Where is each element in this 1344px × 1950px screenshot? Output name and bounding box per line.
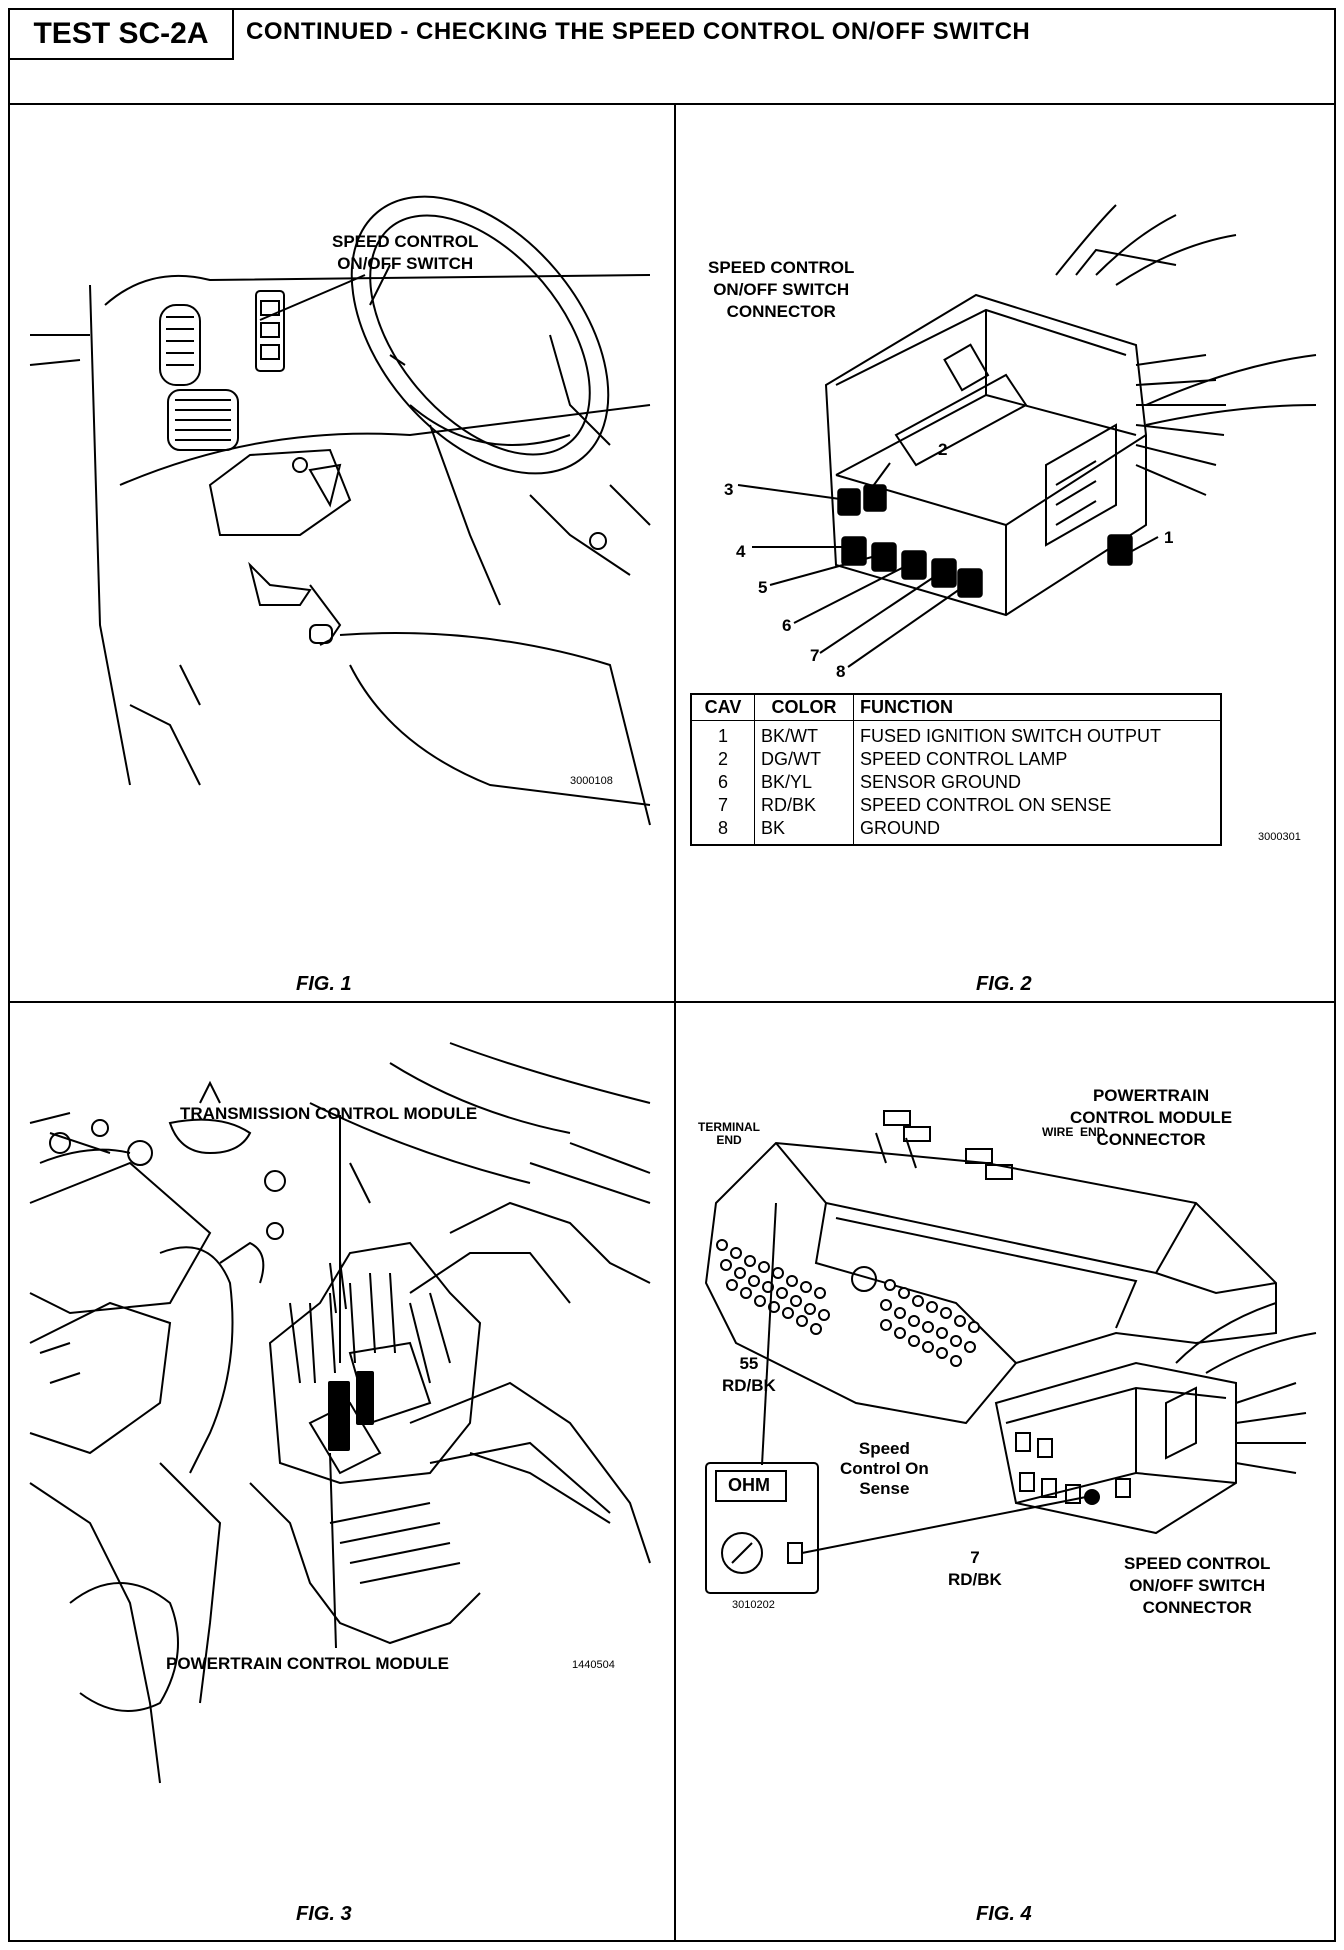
cell-function: SPEED CONTROL ON SENSE: [853, 794, 1222, 817]
fig2-label: FIG. 2: [976, 973, 1032, 995]
fig1-label: FIG. 1: [296, 973, 352, 995]
pcm-connector-label: POWERTRAIN CONTROL MODULE CONNECTOR: [1070, 1085, 1232, 1151]
pin-3-label: 3: [724, 480, 734, 499]
fig2-callout-label: SPEED CONTROL ON/OFF SWITCH CONNECTOR: [708, 257, 854, 323]
cell-cav: 2: [690, 748, 755, 771]
table-row: 2 DG/WT SPEED CONTROL LAMP: [690, 748, 1222, 771]
switch-connector-illustration: [737, 204, 1317, 668]
cell-function: SENSOR GROUND: [853, 771, 1222, 794]
figure-1-panel: SPEED CONTROL ON/OFF SWITCH 3000108 FIG.…: [10, 105, 674, 1001]
cell-cav: 1: [690, 720, 755, 748]
sense-line1: Speed: [858, 1439, 910, 1458]
cell-cav: 7: [690, 794, 755, 817]
cell-color: RD/BK: [754, 794, 854, 817]
table-row: 7 RD/BK SPEED CONTROL ON SENSE: [690, 794, 1222, 817]
pin-8-label: 8: [836, 662, 846, 681]
switch-connector-line1: SPEED CONTROL: [1124, 1554, 1271, 1573]
fig4-label: FIG. 4: [976, 1903, 1032, 1925]
pin-55-color: RD/BK: [722, 1376, 776, 1395]
pin-6-label: 6: [782, 616, 792, 635]
pcm-connector-line1: POWERTRAIN: [1092, 1086, 1210, 1105]
switch-connector-line3: CONNECTOR: [1142, 1598, 1252, 1617]
cell-cav: 6: [690, 771, 755, 794]
test-id-box: TEST SC-2A: [10, 10, 234, 60]
fig2-callout-line3: CONNECTOR: [726, 302, 836, 321]
engine-compartment-illustration: [29, 1042, 651, 1784]
figure-2-panel: SPEED CONTROL ON/OFF SWITCH CONNECTOR 3 …: [676, 105, 1338, 1001]
pin-5-label: 5: [758, 578, 768, 597]
fig1-callout-line2: ON/OFF SWITCH: [337, 254, 474, 273]
cavity-table: CAV COLOR FUNCTION 1 BK/WT FUSED IGNITIO…: [690, 693, 1222, 846]
pin-2-label: 2: [938, 440, 948, 459]
pin-4-label: 4: [736, 542, 746, 561]
pcm-connector-line3: CONNECTOR: [1096, 1130, 1206, 1149]
sense-line3: Sense: [859, 1479, 910, 1498]
cell-color: BK: [754, 817, 854, 845]
col-header-function: FUNCTION: [853, 693, 1222, 721]
fig2-reference-code: 3000301: [1258, 831, 1301, 843]
speed-control-sense-label: Speed Control On Sense: [840, 1439, 929, 1499]
table-row: 6 BK/YL SENSOR GROUND: [690, 771, 1222, 794]
fig2-callout-line1: SPEED CONTROL: [708, 258, 855, 277]
table-row: 8 BK GROUND: [690, 817, 1222, 845]
pin-7-test-label: 7 RD/BK: [948, 1547, 1002, 1591]
grid-divider-horizontal: [10, 1001, 1334, 1003]
sense-line2: Control On: [840, 1459, 929, 1478]
fig4-reference-code: 3010202: [732, 1599, 775, 1611]
tcm-label: TRANSMISSION CONTROL MODULE: [180, 1104, 478, 1123]
fig1-reference-code: 3000108: [570, 775, 613, 787]
terminal-end-line1: TERMINAL: [698, 1120, 760, 1134]
pcm-connector-line2: CONTROL MODULE: [1070, 1108, 1233, 1127]
wire-end-line2: END: [1080, 1125, 1106, 1139]
wire-end-line1: WIRE: [1042, 1125, 1074, 1139]
cell-cav: 8: [690, 817, 755, 845]
fig1-callout-line1: SPEED CONTROL: [332, 232, 479, 251]
cell-color: BK/YL: [754, 771, 854, 794]
table-header-row: CAV COLOR FUNCTION: [690, 693, 1222, 721]
pin-7-color: RD/BK: [948, 1570, 1002, 1589]
table-row: 1 BK/WT FUSED IGNITION SWITCH OUTPUT: [690, 720, 1222, 748]
pcm-connector-test-illustration: [704, 1110, 1317, 1594]
switch-connector-line2: ON/OFF SWITCH: [1129, 1576, 1266, 1595]
cell-function: GROUND: [853, 817, 1222, 845]
page-title: CONTINUED - CHECKING THE SPEED CONTROL O…: [246, 18, 1031, 45]
pin-1-label: 1: [1164, 528, 1174, 547]
figure-4-panel: POWERTRAIN CONTROL MODULE CONNECTOR TERM…: [676, 1003, 1338, 1942]
terminal-end-line2: END: [716, 1133, 742, 1147]
wire-end-label: WIRE END: [1042, 1121, 1105, 1143]
fig1-callout-label: SPEED CONTROL ON/OFF SWITCH: [332, 231, 478, 275]
pcm-label: POWERTRAIN CONTROL MODULE: [166, 1654, 450, 1673]
col-header-color: COLOR: [754, 693, 854, 721]
dashboard-illustration: [29, 195, 651, 826]
fig2-callout-line2: ON/OFF SWITCH: [713, 280, 850, 299]
pin-7-number: 7: [970, 1548, 980, 1567]
figure-grid: SPEED CONTROL ON/OFF SWITCH 3000108 FIG.…: [10, 105, 1334, 1942]
col-header-cav: CAV: [690, 693, 755, 721]
page-header: TEST SC-2A CONTINUED - CHECKING THE SPEE…: [10, 10, 1334, 105]
cell-function: FUSED IGNITION SWITCH OUTPUT: [853, 720, 1222, 748]
service-manual-page: TEST SC-2A CONTINUED - CHECKING THE SPEE…: [8, 8, 1336, 1942]
pin-55-number: 55: [739, 1354, 759, 1373]
meter-display: OHM: [728, 1475, 770, 1495]
fig3-label: FIG. 3: [296, 1903, 352, 1925]
switch-connector-label: SPEED CONTROL ON/OFF SWITCH CONNECTOR: [1124, 1553, 1270, 1619]
terminal-end-label: TERMINAL END: [698, 1121, 760, 1147]
pin-55-label: 55 RD/BK: [722, 1353, 776, 1397]
grid-divider-vertical: [674, 105, 676, 1942]
pin-7-label: 7: [810, 646, 820, 665]
cell-function: SPEED CONTROL LAMP: [853, 748, 1222, 771]
fig3-reference-code: 1440504: [572, 1659, 615, 1671]
cell-color: DG/WT: [754, 748, 854, 771]
figure-3-panel: TRANSMISSION CONTROL MODULE POWERTRAIN C…: [10, 1003, 674, 1942]
cell-color: BK/WT: [754, 720, 854, 748]
